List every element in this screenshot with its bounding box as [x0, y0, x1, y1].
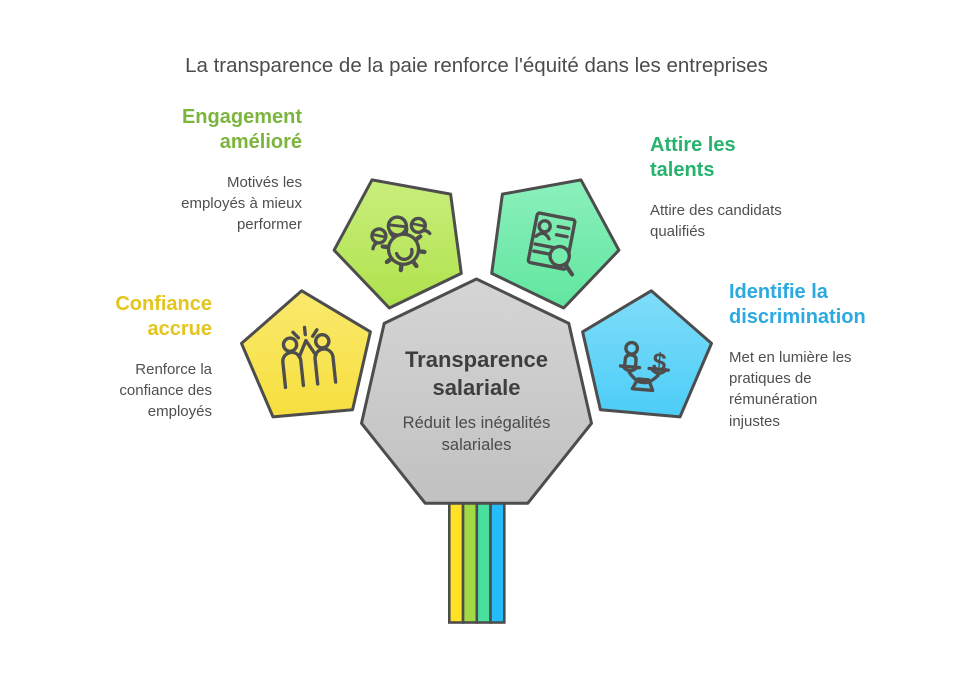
stripe-1 — [461, 498, 479, 624]
label-block-discrimination: Identifie la discrimination Met en lumiè… — [729, 280, 939, 432]
stripe-2 — [475, 498, 492, 624]
node-description-talents: Attire des candidats qualifiés — [650, 201, 782, 241]
label-block-confiance: Confiance accrue Renforce la confiance d… — [22, 292, 212, 423]
stripe-0 — [447, 498, 465, 624]
label-block-engagement: Engagement amélioré Motivés les employés… — [102, 105, 302, 236]
pentagon-attire-les-talents — [490, 178, 621, 310]
dollar-glyph: $ — [651, 348, 667, 377]
high-five-icon — [281, 325, 338, 390]
node-description-discrimination: Met en lumière les pratiques de rémunéra… — [729, 348, 852, 430]
node-description-confiance: Renforce la confiance des employés — [119, 360, 212, 421]
stripe-3 — [489, 498, 506, 624]
node-heading-confiance: Confiance accrue — [115, 293, 212, 341]
page-title: La transparence de la paie renforce l'éq… — [185, 54, 768, 77]
pentagon-engagement-ameliore — [332, 178, 463, 310]
balance-scale-icon: $ — [618, 340, 670, 393]
node-heading-engagement: Engagement amélioré — [181, 106, 302, 154]
pentagon-confiance-accrue — [240, 289, 372, 419]
pentagon-identifie-la-discrimination — [581, 289, 713, 419]
label-block-talents: Attire les talents Attire des candidats … — [650, 133, 850, 242]
center-subtitle: Réduit les inégalités salariales — [402, 414, 551, 455]
team-gear-icon — [370, 215, 432, 273]
node-heading-talents: Attire les talents — [650, 134, 736, 182]
center-heading: Transparence salariale — [404, 347, 549, 400]
resume-search-icon — [526, 211, 577, 277]
node-heading-discrimination: Identifie la discrimination — [729, 281, 866, 329]
node-description-engagement: Motivés les employés à mieux performer — [181, 173, 302, 234]
central-heptagon — [360, 277, 593, 505]
center-label: Transparence salariale Réduit les inégal… — [376, 346, 577, 457]
